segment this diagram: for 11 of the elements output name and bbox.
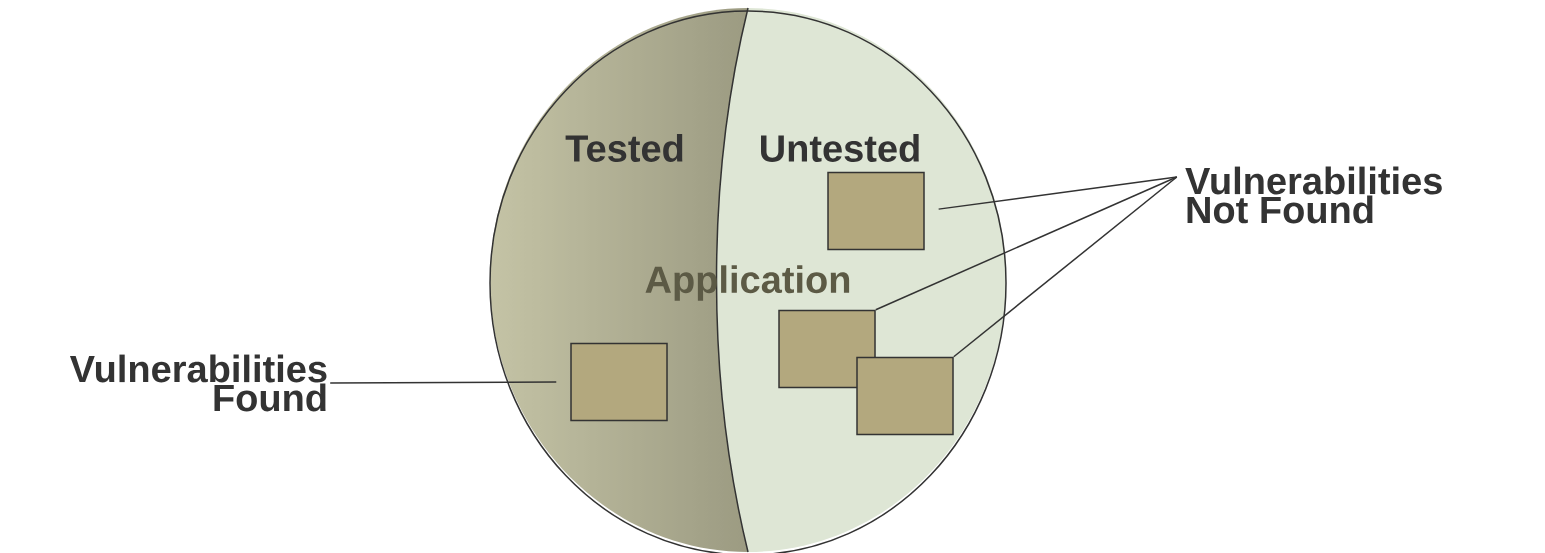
region-label: Tested [565, 134, 683, 162]
leader-line [875, 176, 1178, 311]
leader-line [329, 381, 557, 384]
callout-text: Vulnerabilities Not Found [1185, 166, 1442, 224]
vulnerability-box [778, 309, 876, 389]
leader-line [953, 176, 1178, 358]
vulnerability-box [856, 356, 954, 436]
vulnerability-box [827, 171, 925, 251]
leader-line [937, 176, 1178, 210]
vulnerability-box [570, 342, 668, 422]
callout-text: Vulnerabilities Found [69, 354, 327, 412]
